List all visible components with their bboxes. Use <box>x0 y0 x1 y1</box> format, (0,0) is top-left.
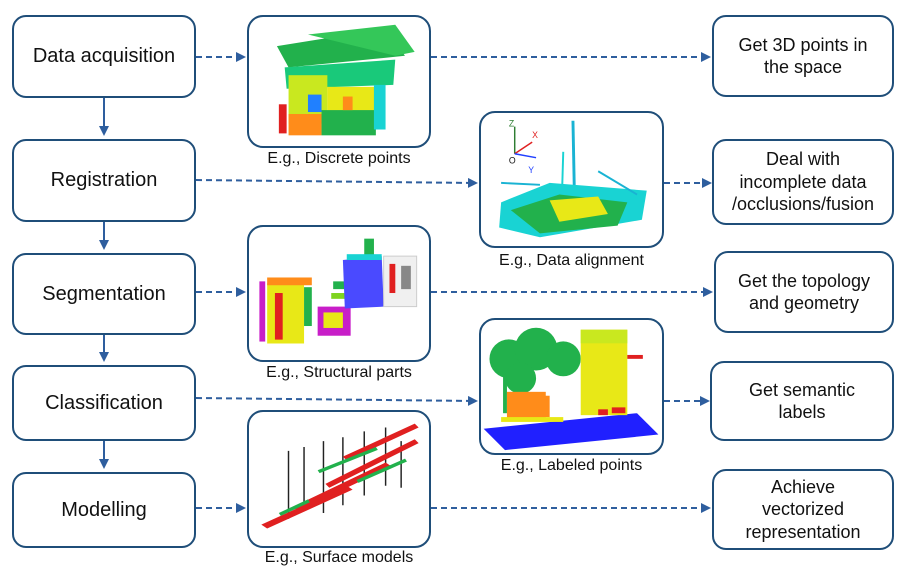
step-registration: Registration <box>12 139 196 222</box>
outcome-text: Get 3D points in the space <box>738 34 868 78</box>
example-image-surface-models <box>247 410 431 548</box>
segmented-parts-image <box>259 238 418 344</box>
outcome-text: Get semantic labels <box>748 379 856 423</box>
example-caption: E.g., Labeled points <box>500 457 643 474</box>
example-caption: E.g., Surface models <box>264 549 414 566</box>
example-caption: E.g., Discrete points <box>267 150 411 167</box>
step-label: Data acquisition <box>32 45 176 67</box>
outcome-text: Deal with incomplete data /occlusions/fu… <box>731 149 875 215</box>
example-image-discrete-points <box>247 15 431 148</box>
axis-label: O <box>509 155 516 165</box>
step-segmentation: Segmentation <box>12 253 196 335</box>
step-modelling: Modelling <box>12 472 196 548</box>
step-label: Segmentation <box>42 282 166 305</box>
axis-label: X <box>532 130 538 140</box>
example-caption: E.g., Structural parts <box>266 364 412 381</box>
axis-label: Y <box>528 165 534 175</box>
dashed-arrow <box>195 177 478 188</box>
step-label: Classification <box>45 391 163 414</box>
outcome-topology-geometry: Get the topology and geometry <box>714 251 894 333</box>
labeled-point-cloud-image <box>483 327 659 451</box>
axis-label: Z <box>509 119 515 129</box>
step-classification: Classification <box>12 365 196 441</box>
outcome-vectorized-representation: Achieve vectorized representation <box>712 469 894 550</box>
surface-model-image <box>261 423 419 529</box>
outcome-incomplete-data: Deal with incomplete data /occlusions/fu… <box>712 139 894 225</box>
step-data-acquisition: Data acquisition <box>12 15 196 98</box>
step-label: Modelling <box>61 498 147 521</box>
outcome-text: Get the topology and geometry <box>737 270 871 314</box>
point-cloud-building-image <box>276 24 415 136</box>
example-caption: E.g., Data alignment <box>499 252 644 269</box>
example-image-data-alignment: Z X O Y <box>479 111 664 248</box>
outcome-semantic-labels: Get semantic labels <box>710 361 894 441</box>
outcome-3d-points: Get 3D points in the space <box>712 15 894 97</box>
outcome-text: Achieve vectorized representation <box>745 476 861 542</box>
step-label: Registration <box>50 169 158 191</box>
dashed-arrow <box>195 395 478 406</box>
example-image-labeled-points <box>479 318 664 455</box>
aligned-point-cloud-image: Z X O Y <box>499 119 647 238</box>
example-image-structural-parts <box>247 225 431 362</box>
